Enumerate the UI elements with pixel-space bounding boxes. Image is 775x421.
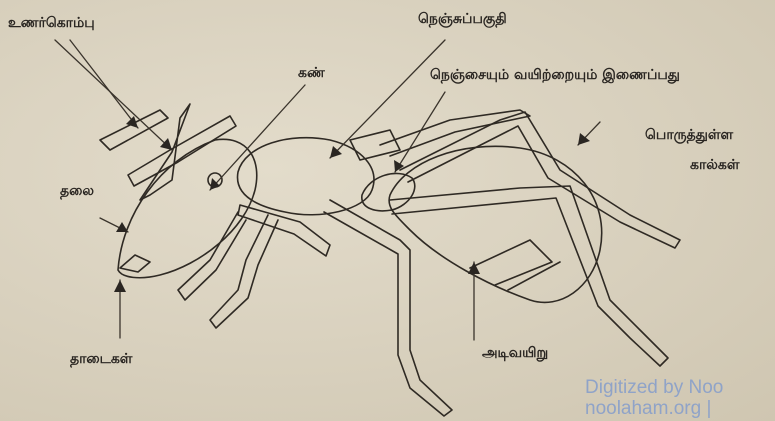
label-mandibles: தாடைகள்: [70, 352, 132, 366]
watermark-line1: Digitized by Noo: [585, 378, 723, 398]
arrowhead-waist: [394, 160, 404, 172]
label-legs-line1: பொருத்துள்ள: [645, 128, 733, 142]
pointer-thorax: [330, 40, 445, 158]
ant-thorax: [238, 138, 374, 215]
label-legs-line2: கால்கள்: [690, 158, 739, 172]
leg-mid-right: [324, 200, 452, 416]
label-eye: கண்: [298, 66, 325, 80]
arrowhead-mandibles: [114, 280, 126, 292]
label-antenna: உணர்கொம்பு: [8, 16, 95, 30]
pointer-antenna-2: [70, 40, 138, 128]
label-thorax: நெஞ்சுப்பகுதி: [418, 12, 507, 26]
antenna-left: [140, 104, 190, 200]
ant-abdomen: [389, 146, 602, 302]
label-waist: நெஞ்சையும் வயிற்றையும் இணைப்பது: [430, 68, 680, 82]
watermark-line2: noolaham.org |: [585, 399, 711, 419]
label-abdomen: அடிவயிறு: [482, 346, 548, 360]
leg-front-left-lower: [178, 212, 246, 300]
leg-back-upper: [400, 112, 680, 248]
ant-mandibles: [120, 255, 150, 272]
ant-petiole: [362, 173, 415, 210]
leg-mid-left: [210, 215, 278, 328]
label-head: தலை: [60, 184, 94, 198]
abdomen-band-1: [470, 240, 552, 285]
